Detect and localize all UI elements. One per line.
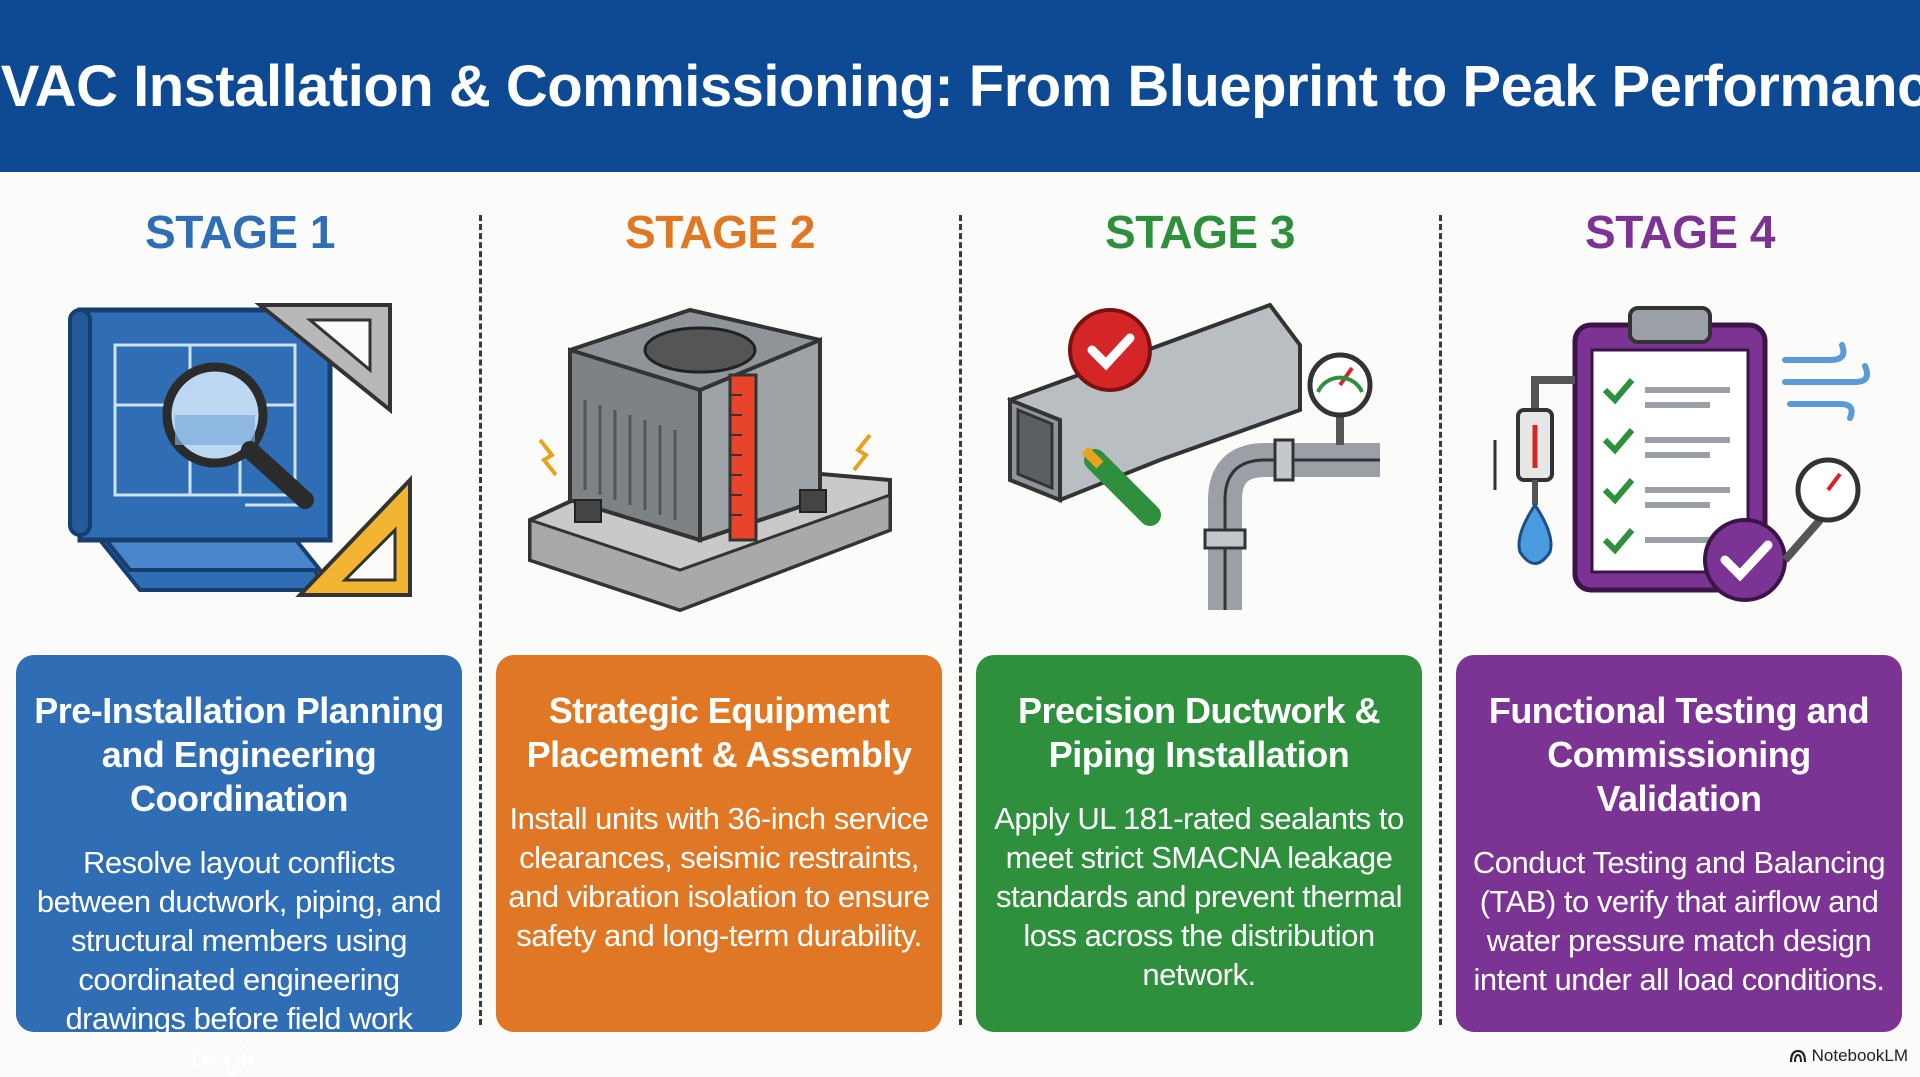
stage-2-card: Strategic Equipment Placement & Assembly… [496, 655, 942, 1032]
stage-1-card: Pre-Installation Planning and Engineerin… [16, 655, 462, 1075]
stage-1-title: STAGE 1 [145, 206, 335, 258]
stage-divider [1439, 215, 1442, 1025]
stage-divider [479, 215, 482, 1025]
stage-3-body: Apply UL 181-rated sealants to meet stri… [994, 801, 1404, 992]
notebooklm-brand: NotebookLM [1789, 1046, 1908, 1066]
stage-4-card: Functional Testing and Commissioning Val… [1456, 655, 1902, 1032]
stage-2-heading: Strategic Equipment Placement & Assembly [526, 690, 912, 775]
stage-1-body: Resolve layout conflicts between ductwor… [36, 845, 442, 1075]
notebooklm-logo-icon [1789, 1049, 1806, 1063]
header-banner: HVAC Installation & Commissioning: From … [0, 0, 1920, 172]
stage-divider [959, 215, 962, 1025]
stage-4-body: Conduct Testing and Balancing (TAB) to v… [1472, 845, 1886, 997]
stage-4-title: STAGE 4 [1585, 206, 1775, 258]
checklist-clipboard-icon [1480, 290, 1880, 630]
stage-3-card: Precision Ductwork & Piping Installation… [976, 655, 1422, 1032]
stage-3-title: STAGE 3 [1105, 206, 1295, 258]
stage-2-title: STAGE 2 [625, 206, 815, 258]
stage-1-heading: Pre-Installation Planning and Engineerin… [34, 690, 444, 819]
brand-label: NotebookLM [1811, 1046, 1908, 1065]
duct-pipe-icon [1000, 290, 1400, 630]
page-title: HVAC Installation & Commissioning: From … [0, 53, 1920, 119]
hvac-unit-icon [520, 290, 920, 630]
stage-2-body: Install units with 36-inch service clear… [508, 801, 930, 953]
stage-3-heading: Precision Ductwork & Piping Installation [1017, 690, 1381, 775]
stage-4-heading: Functional Testing and Commissioning Val… [1488, 690, 1870, 819]
blueprint-magnifier-icon [40, 290, 440, 630]
